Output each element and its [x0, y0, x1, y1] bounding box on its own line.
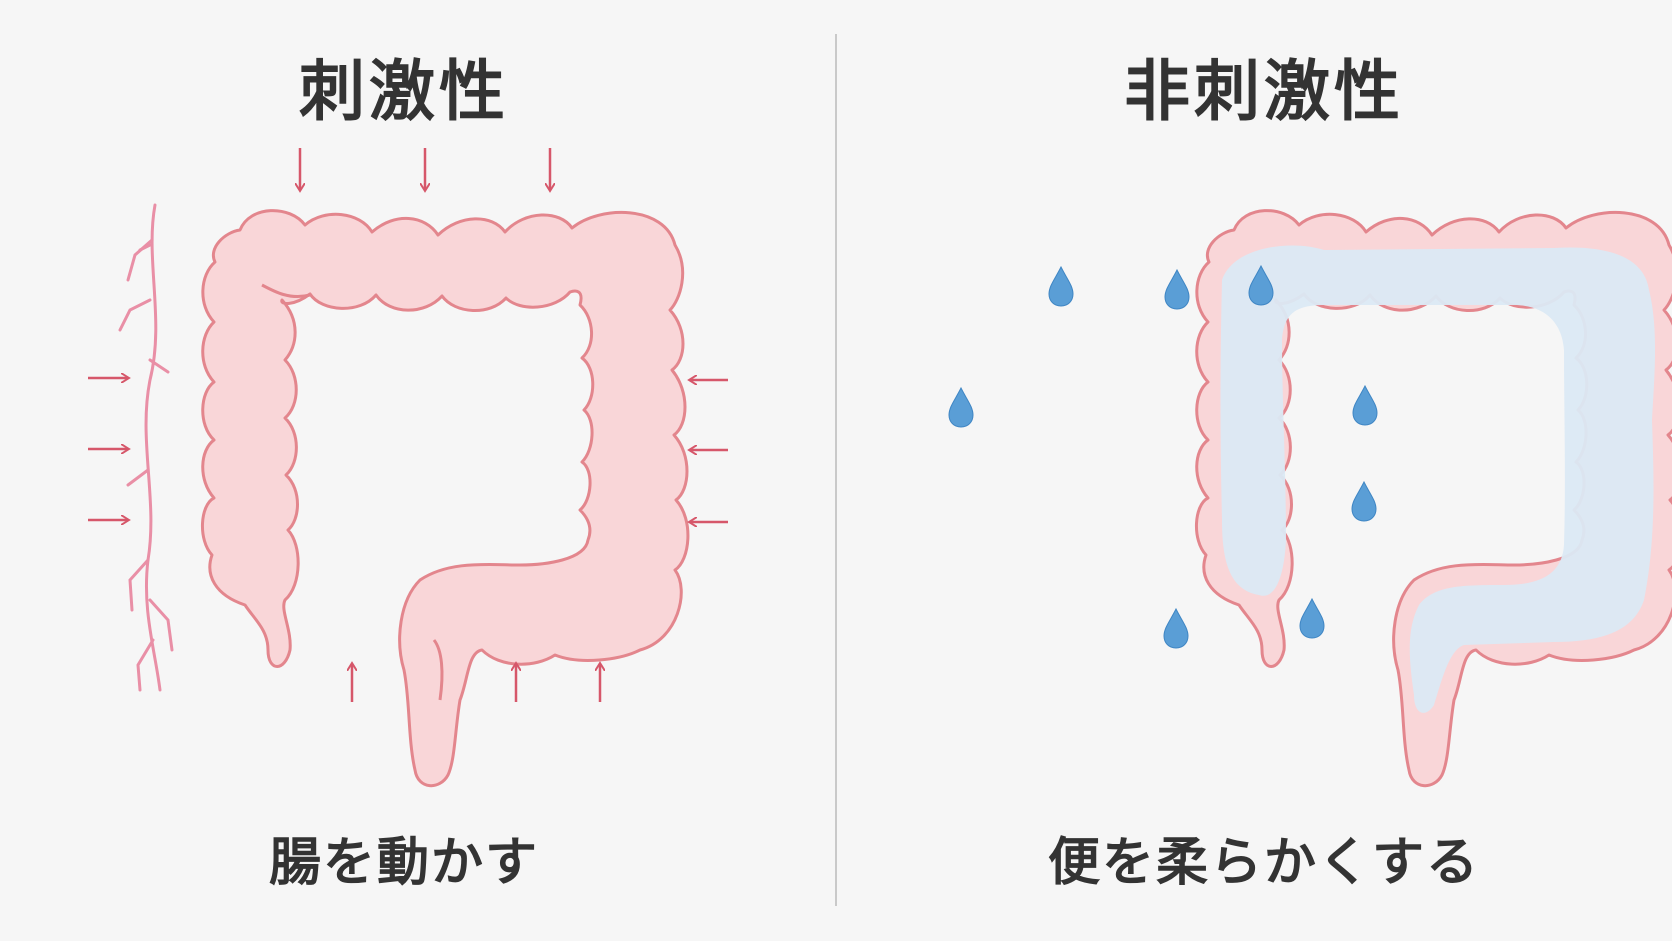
- right-arrows: [690, 380, 728, 522]
- non-stimulant-colon-illustration: [948, 209, 1672, 788]
- stimulant-colon-illustration: [88, 148, 728, 788]
- colon-icon: [200, 209, 690, 788]
- water-droplet-icon: [1163, 608, 1189, 649]
- water-droplets: [948, 265, 1378, 649]
- non-stimulant-title: 非刺激性: [1124, 53, 1404, 130]
- bottom-arrows: [352, 664, 600, 702]
- top-arrows: [300, 148, 550, 190]
- water-droplet-icon: [1048, 266, 1074, 307]
- water-droplet-icon: [1352, 385, 1378, 426]
- nerve-icon: [118, 203, 174, 692]
- panel-divider: [835, 34, 837, 906]
- colon-icon: [1194, 209, 1672, 788]
- non-stimulant-caption: 便を柔らかくする: [1047, 833, 1480, 893]
- water-droplet-icon: [948, 387, 974, 428]
- stimulant-caption: 腸を動かす: [268, 833, 539, 893]
- left-arrows: [88, 378, 128, 520]
- stimulant-panel: 刺激性 腸を動かす: [88, 53, 728, 893]
- water-droplet-icon: [1299, 598, 1325, 639]
- stimulant-title: 刺激性: [299, 53, 509, 130]
- softened-stool: [1220, 245, 1656, 713]
- water-droplet-icon: [1164, 269, 1190, 310]
- non-stimulant-panel: 非刺激性 便を柔らかくする: [836, 0, 1672, 941]
- water-droplet-icon: [1351, 481, 1377, 522]
